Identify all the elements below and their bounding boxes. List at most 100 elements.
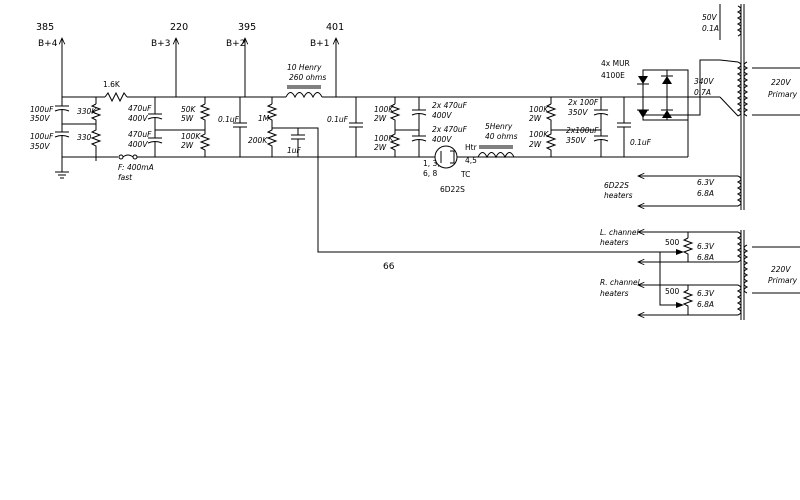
rectifier-bridge: 4x MUR 4100E [601,59,720,121]
svg-text:2W: 2W [529,140,542,149]
svg-text:400V: 400V [128,140,148,149]
svg-text:470uF: 470uF [128,130,152,139]
rail-b3-name: B+3 [151,39,170,49]
svg-text:100uF: 100uF [30,132,54,141]
rail-b1-voltage: 401 [326,22,344,33]
svg-text:200K: 200K [248,136,268,145]
svg-text:10 Henry: 10 Henry [287,63,322,72]
cap-01-b: 0.1uF [327,97,363,157]
rail-b3: 220 B+3 [151,22,188,97]
svg-text:100K: 100K [529,105,549,114]
res-200k: 200K [248,128,278,157]
svg-text:500: 500 [665,238,680,247]
svg-text:4100E: 4100E [601,71,625,80]
svg-text:220V: 220V [771,265,791,274]
primary-1-wires [752,67,800,116]
cap-2x100-bottom: 2x100uF 350V [566,126,609,157]
svg-text:heaters: heaters [600,238,629,247]
svg-text:50K: 50K [181,105,197,114]
page-number: 66 [383,262,395,272]
cap-2x470-bottom: 2x 470uF 400V [411,125,468,157]
rail-b4-name: B+4 [38,39,58,49]
svg-text:0.1A: 0.1A [702,24,719,33]
svg-text:6.3V: 6.3V [697,289,715,298]
svg-text:350V: 350V [30,114,50,123]
svg-text:100K: 100K [374,134,394,143]
svg-text:2W: 2W [374,114,387,123]
svg-text:350V: 350V [30,142,50,151]
svg-text:400V: 400V [432,111,452,120]
res-series-label: 1.6K [103,80,121,89]
rail-b2-name: B+2 [226,39,245,49]
rail-b3-voltage: 220 [170,22,188,33]
rail-b1-name: B+1 [310,39,329,49]
blank-area [0,340,800,500]
res-100k-a: 100K 2W [181,130,211,157]
cap-470-top: 470uF 400V [128,97,163,138]
svg-text:TC: TC [460,170,470,179]
svg-text:2x 470uF: 2x 470uF [432,125,468,134]
svg-text:heaters: heaters [600,289,629,298]
svg-text:6.3V: 6.3V [697,178,715,187]
fuse: F: 400mA fast [118,163,154,182]
svg-text:6.8A: 6.8A [697,253,714,262]
svg-text:heaters: heaters [604,191,633,200]
ground-symbol [55,157,69,179]
res-100k-c: 100K 2W [374,130,401,157]
svg-text:2x100uF: 2x100uF [566,126,599,135]
res-50k: 50K 5W [181,97,211,130]
svg-text:260 ohms: 260 ohms [289,73,326,82]
svg-text:330K: 330K [77,107,97,116]
cap-b4-top: 100uF 350V [30,97,70,132]
svg-text:100K: 100K [374,105,394,114]
tube-6d22s: 1, 3, 6, 8 Htr 4,5 TC 6D22S [419,143,478,194]
heater-bias-wire [298,127,660,253]
svg-text:4,5: 4,5 [465,156,477,165]
rail-b4: 385 B+4 [36,22,62,97]
res-b4-bottom: 330 [77,124,102,161]
res-1m: 1M [258,97,278,128]
rail-b1: 401 B+1 [310,22,344,97]
rail-b4-voltage: 385 [36,22,54,33]
svg-text:100K: 100K [529,130,549,139]
svg-text:Primary: Primary [768,90,798,99]
svg-text:R. channel: R. channel [600,278,641,287]
svg-text:100K: 100K [181,132,201,141]
svg-text:fast: fast [118,173,133,182]
svg-text:0.1uF: 0.1uF [327,115,349,124]
choke-1: 10 Henry 260 ohms [285,63,326,99]
res-100k-e: 100K 2W [529,130,557,157]
svg-text:6.8A: 6.8A [697,189,714,198]
cap-01-a: 0.1uF [218,97,247,157]
r-channel-heater-pot: 500 R. channel heaters [600,252,738,315]
bottom-bus [62,120,689,160]
svg-text:350V: 350V [568,108,588,117]
transformer-2: 220V Primary 6.3V 6.8A 6.3V 6.8A [697,230,798,320]
svg-text:4x MUR: 4x MUR [601,59,630,68]
svg-text:5Henry: 5Henry [485,122,513,131]
svg-text:400V: 400V [432,135,452,144]
primary-2-wires [752,246,800,294]
schematic-diagram: 385 B+4 220 B+3 395 B+2 401 B+1 [30,4,800,320]
svg-text:Htr: Htr [465,143,478,152]
svg-text:470uF: 470uF [128,104,152,113]
svg-text:0.7A: 0.7A [694,88,711,97]
res-100k-d: 100K 2W [529,97,557,130]
svg-text:2W: 2W [529,114,542,123]
rail-b2-voltage: 395 [238,22,256,33]
cap-470-bottom: 470uF 400V [128,130,163,157]
svg-text:350V: 350V [566,136,586,145]
res-b4-top: 330K [77,97,102,124]
svg-text:6D22S: 6D22S [604,181,629,190]
svg-text:50V: 50V [702,13,718,22]
res-100k-b: 100K 2W [374,97,401,130]
svg-text:1uF: 1uF [287,146,302,155]
svg-text:1, 3,: 1, 3, [423,159,440,168]
svg-text:220V: 220V [771,78,791,87]
svg-text:0.1uF: 0.1uF [218,115,240,124]
svg-text:6D22S: 6D22S [440,185,465,194]
svg-text:100uF: 100uF [30,105,54,114]
svg-text:1M: 1M [258,114,270,123]
svg-text:330: 330 [77,133,92,142]
svg-text:6, 8: 6, 8 [423,169,438,178]
